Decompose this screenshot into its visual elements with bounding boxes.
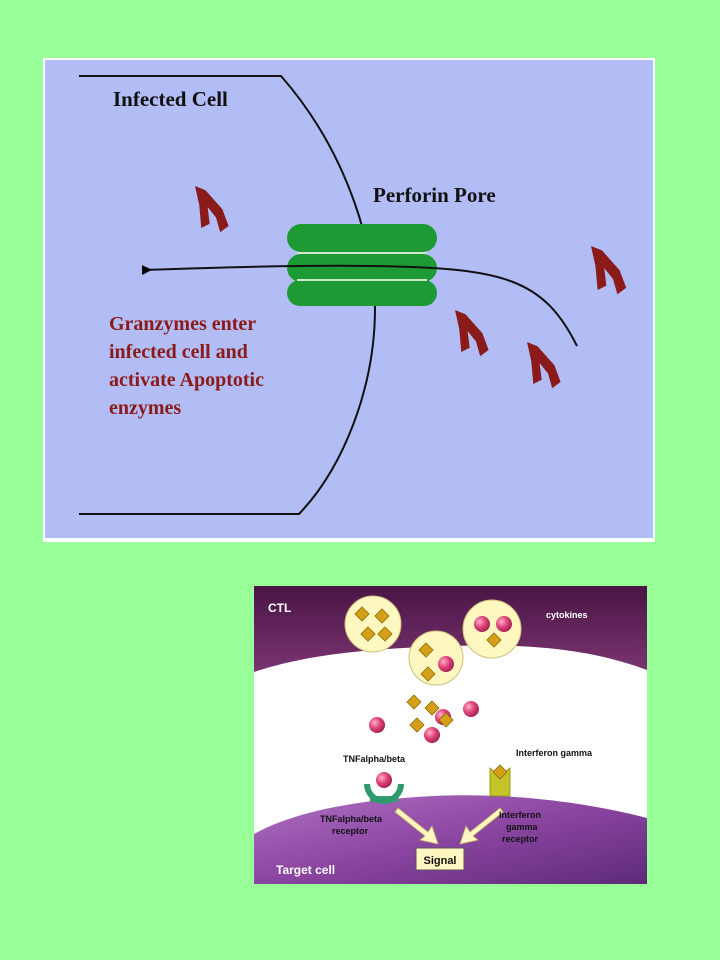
tnf-label: TNFalpha/beta bbox=[343, 754, 406, 764]
signal-arrow-right bbox=[459, 807, 504, 845]
signal-box bbox=[415, 847, 465, 871]
target-cell-label: Target cell bbox=[276, 863, 335, 877]
perforin-pore bbox=[287, 224, 437, 306]
ctl-label: CTL bbox=[268, 601, 291, 615]
perforin-pore-label: Perforin Pore bbox=[373, 183, 496, 207]
ifn-receptor-label: receptor bbox=[502, 834, 539, 844]
released-cytokines bbox=[369, 694, 479, 743]
vesicle bbox=[344, 595, 402, 653]
granzyme-text-line: Granzymes enter bbox=[109, 313, 256, 335]
vesicle bbox=[462, 599, 522, 659]
granzyme-text-line: activate Apoptotic bbox=[109, 369, 264, 391]
tnf-receptor-label: TNFalpha/beta bbox=[320, 814, 383, 824]
granzyme-text-line: infected cell and bbox=[109, 341, 248, 363]
ifn-receptor bbox=[489, 764, 511, 797]
signal-arrow-left bbox=[394, 807, 439, 845]
cytokine-diagram: Signal CTL cytokines TNFalpha/beta Inter… bbox=[254, 586, 647, 884]
tnf-receptor-label: receptor bbox=[332, 826, 369, 836]
tnf-receptor bbox=[364, 772, 404, 804]
cytokine-diagram-canvas: Signal CTL cytokines TNFalpha/beta Inter… bbox=[254, 586, 647, 884]
ifn-receptor-label: Interferon bbox=[499, 810, 541, 820]
ifn-receptor-label: gamma bbox=[506, 822, 539, 832]
granzyme-text-line: enzymes bbox=[109, 397, 181, 419]
infected-cell-label: Infected Cell bbox=[113, 87, 228, 111]
target-cell bbox=[254, 795, 647, 884]
granzyme-path-arrow bbox=[141, 264, 578, 347]
ifn-label: Interferon gamma bbox=[516, 748, 593, 758]
cell-membrane bbox=[79, 75, 377, 515]
perforin-diagram: Infected Cell Perforin Pore Granzymes en… bbox=[43, 58, 655, 542]
vesicle-releasing bbox=[408, 630, 464, 686]
cytokines-label: cytokines bbox=[546, 610, 588, 620]
signal-label: Signal bbox=[423, 855, 456, 867]
perforin-diagram-canvas: Infected Cell Perforin Pore Granzymes en… bbox=[45, 60, 653, 538]
